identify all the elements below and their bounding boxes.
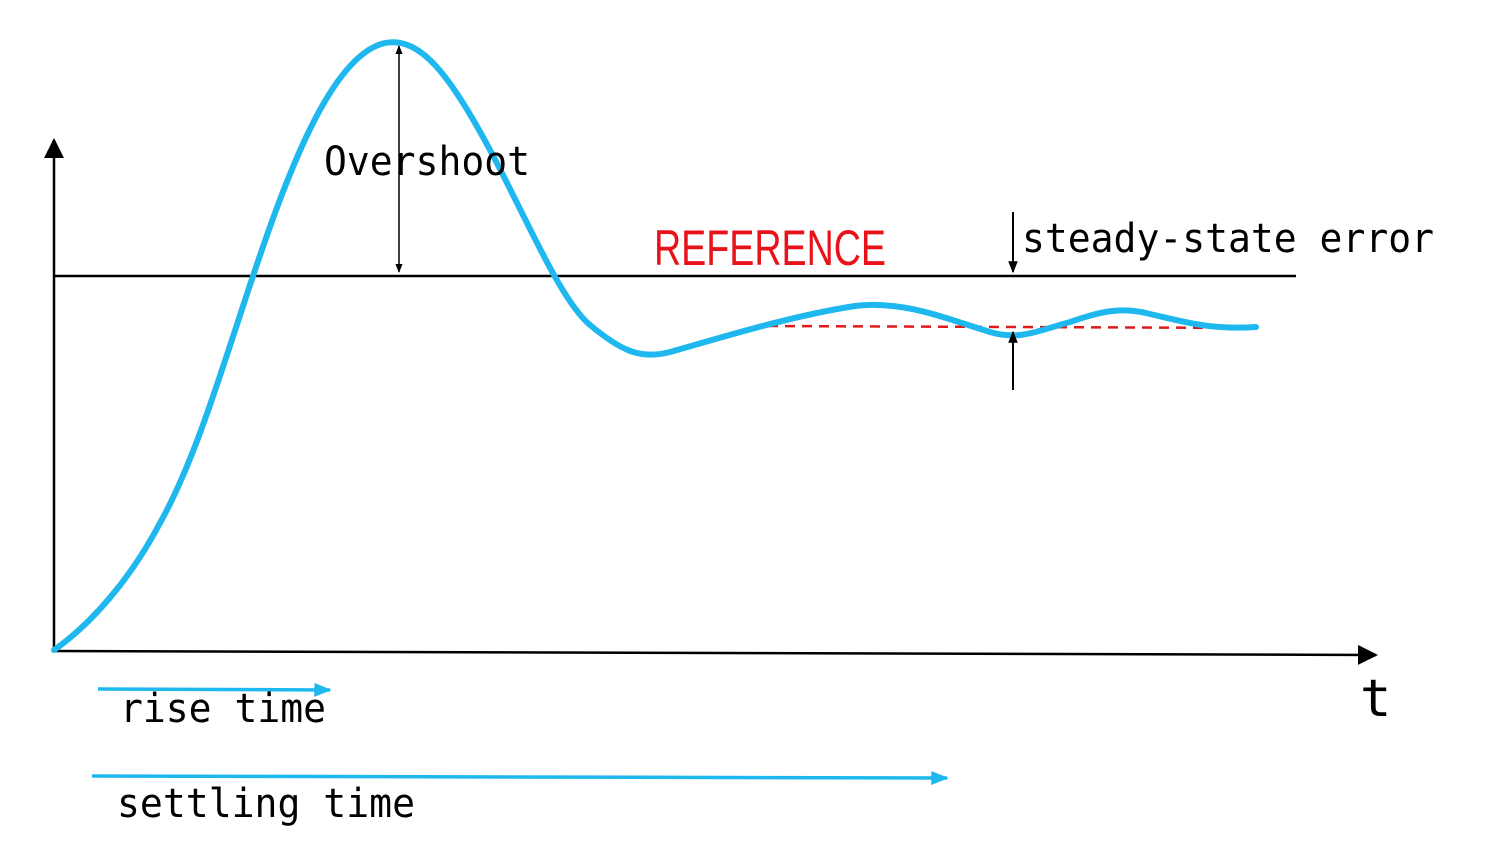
overshoot-label: Overshoot xyxy=(324,139,530,185)
t-axis-label: t xyxy=(1360,669,1391,729)
steady-state-error-label: steady-state error xyxy=(1022,216,1434,262)
reference-label: REFERENCE xyxy=(654,220,886,276)
rise-time-label: rise time xyxy=(120,686,326,732)
final-value-dashed-line xyxy=(767,324,1257,330)
rise-time-arrow xyxy=(97,682,332,697)
settling-time-label: settling time xyxy=(117,781,415,827)
step-response-curve xyxy=(51,39,1259,653)
settling-time-arrow xyxy=(91,770,949,785)
x-axis xyxy=(53,644,1378,665)
